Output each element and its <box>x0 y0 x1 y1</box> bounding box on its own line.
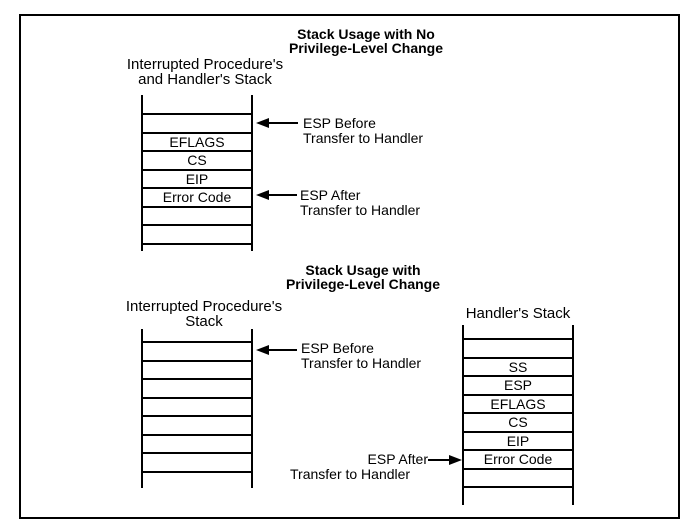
stack-open-top <box>143 95 251 113</box>
stack-row: EFLAGS <box>464 393 572 413</box>
stack-row: EIP <box>143 168 251 188</box>
stack-open-bottom <box>143 242 251 251</box>
diagram2-interrupted-procedure-stack <box>141 329 253 488</box>
stack-row <box>143 415 251 434</box>
stack-row <box>143 452 251 471</box>
esp-before-arrowhead-icon <box>256 118 269 128</box>
esp-before-label: ESP Before Transfer to Handler <box>301 340 422 371</box>
stack-open-bottom <box>464 486 572 505</box>
stack-open-bottom <box>143 470 251 488</box>
stack-row <box>143 378 251 397</box>
diagram2-left-stack-label: Interrupted Procedure's Stack <box>125 298 283 330</box>
stack-row: ESP <box>464 375 572 394</box>
esp-before-arrowhead-icon <box>256 345 269 355</box>
diagram1-stack-label: Interrupted Procedure's and Handler's St… <box>126 56 284 88</box>
esp-after-label: ESP After Transfer to Handler <box>300 187 421 218</box>
stack-row: Error Code <box>143 187 251 206</box>
esp-after-arrowhead-icon <box>449 455 462 465</box>
stack-row: CS <box>464 412 572 431</box>
stack-row: EIP <box>464 430 572 450</box>
stack-row <box>143 205 251 225</box>
stack-row <box>143 341 251 360</box>
stack-rows <box>143 341 251 471</box>
stack-row <box>464 467 572 487</box>
esp-after-arrowhead-icon <box>256 190 269 200</box>
esp-before-label: ESP Before Transfer to Handler <box>303 115 424 146</box>
stack-row <box>143 224 251 243</box>
esp-after-label-line2: Transfer to Handler <box>290 466 411 482</box>
stack-row <box>143 433 251 453</box>
stack-row <box>464 338 572 357</box>
stack-open-top <box>143 329 251 341</box>
diagram2-title: Stack Usage with Privilege-Level Change <box>285 262 441 292</box>
figure-border <box>19 14 680 519</box>
stack-row: Error Code <box>464 449 572 468</box>
stack-open-top <box>464 325 572 338</box>
stack-row: EFLAGS <box>143 131 251 151</box>
stack-row: SS <box>464 356 572 376</box>
stack-row <box>143 113 251 132</box>
stack-row <box>143 359 251 379</box>
esp-before-arrow-line <box>267 349 297 351</box>
stack-row <box>143 396 251 416</box>
diagram2-handler-stack-label: Handler's Stack <box>465 305 571 322</box>
esp-after-arrow-line <box>267 194 297 196</box>
diagram1-title: Stack Usage with No Privilege-Level Chan… <box>288 26 444 56</box>
esp-after-label-line1: ESP After <box>367 451 428 467</box>
esp-before-arrow-line <box>267 122 298 124</box>
esp-after-arrow-line <box>428 459 450 461</box>
stack-row: CS <box>143 150 251 169</box>
